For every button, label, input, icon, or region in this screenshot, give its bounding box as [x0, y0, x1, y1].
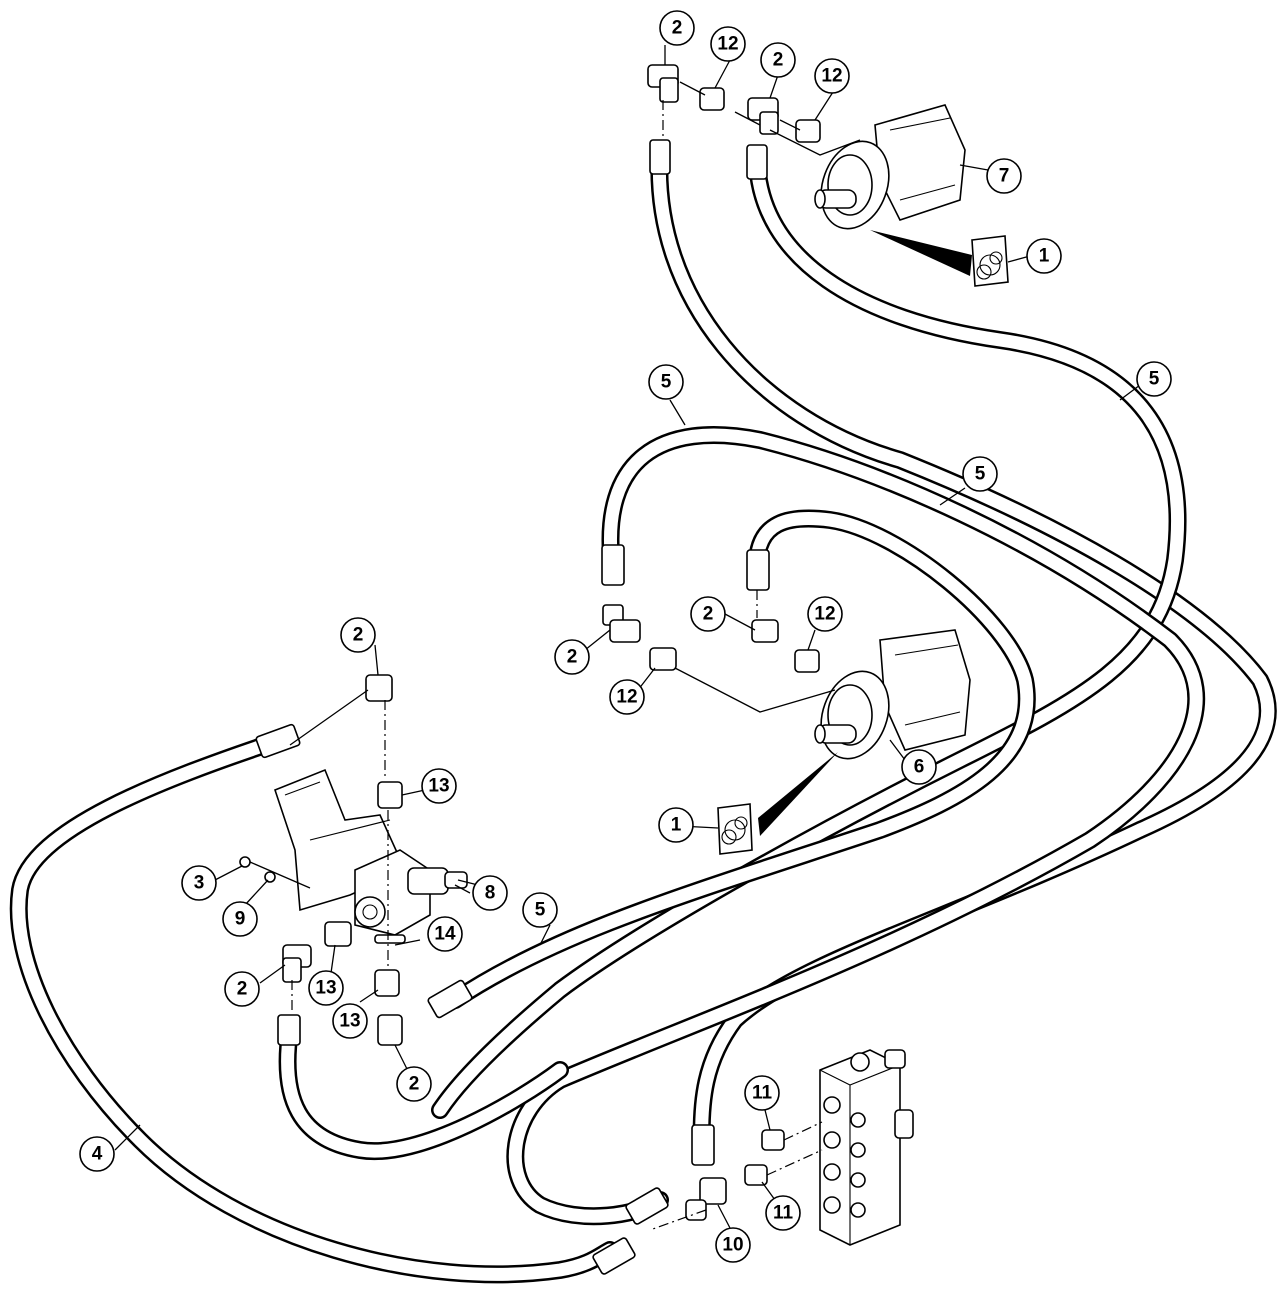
- seal-kit-upper: [971, 235, 1009, 287]
- callout-label: 5: [535, 900, 546, 921]
- hose-ends: [255, 139, 770, 1275]
- callout-label: 7: [999, 166, 1010, 187]
- callout-5-d: 5: [522, 892, 558, 928]
- callout-11-upper: 11: [744, 1075, 780, 1111]
- callout-label: 9: [235, 909, 246, 930]
- callout-3: 3: [181, 865, 217, 901]
- callout-1-lower: 1: [658, 807, 694, 843]
- callout-1-upper: 1: [1026, 238, 1062, 274]
- callout-2-valve-bottom: 2: [396, 1066, 432, 1102]
- callout-5-a: 5: [648, 364, 684, 400]
- manifold-block: [819, 1049, 914, 1246]
- callout-label: 1: [1039, 246, 1050, 267]
- callout-9: 9: [222, 901, 258, 937]
- callout-2-valve-left: 2: [224, 971, 260, 1007]
- callout-label: 2: [773, 50, 784, 71]
- callout-label: 12: [717, 34, 738, 55]
- callout-5-c: 5: [962, 456, 998, 492]
- callout-label: 1: [671, 815, 682, 836]
- callout-12-top-right: 12: [814, 58, 850, 94]
- callout-label: 12: [616, 687, 637, 708]
- callout-label: 11: [752, 1083, 773, 1104]
- callout-label: 3: [194, 873, 205, 894]
- callout-2-center-left: 2: [554, 639, 590, 675]
- callout-2-center-right: 2: [690, 596, 726, 632]
- fittings-manifold: [649, 1121, 823, 1231]
- callout-13-valve-bottom: 13: [332, 1003, 368, 1039]
- callout-label: 6: [914, 757, 925, 778]
- callout-2-top-left: 2: [659, 10, 695, 46]
- callout-11-lower: 11: [765, 1195, 801, 1231]
- callout-12-top-left: 12: [710, 26, 746, 62]
- callout-label: 2: [703, 604, 714, 625]
- motor-7: [814, 104, 972, 276]
- callout-label: 12: [814, 604, 835, 625]
- callout-7: 7: [986, 158, 1022, 194]
- callout-13-valve-top: 13: [421, 768, 457, 804]
- callout-label: 2: [567, 647, 578, 668]
- callout-8: 8: [472, 875, 508, 911]
- callout-5-b: 5: [1136, 361, 1172, 397]
- callout-label: 5: [975, 464, 986, 485]
- callout-label: 10: [722, 1235, 743, 1256]
- callout-label: 2: [353, 625, 364, 646]
- fittings-top: [647, 64, 861, 156]
- callout-label: 2: [672, 18, 683, 39]
- callout-label: 13: [428, 776, 449, 797]
- callout-2-top-right: 2: [760, 42, 796, 78]
- callout-label: 2: [409, 1074, 420, 1095]
- callout-label: 5: [661, 372, 672, 393]
- fittings-center: [602, 590, 836, 713]
- callout-12-center-right: 12: [807, 596, 843, 632]
- hoses: [9, 141, 1277, 1284]
- callout-label: 4: [92, 1144, 103, 1165]
- callout-label: 11: [773, 1203, 794, 1224]
- callout-10: 10: [715, 1227, 751, 1263]
- callout-label: 2: [237, 979, 248, 1000]
- callout-label: 13: [339, 1011, 360, 1032]
- callout-label: 13: [315, 978, 336, 999]
- callout-label: 8: [485, 883, 496, 904]
- callout-14: 14: [427, 916, 463, 952]
- leader-lines: [114, 45, 1141, 1229]
- callout-13-valve-left: 13: [308, 970, 344, 1006]
- motor-6: [758, 629, 971, 836]
- callout-label: 14: [434, 924, 456, 945]
- callout-4: 4: [79, 1136, 115, 1172]
- seal-kit-lower: [717, 803, 753, 855]
- callout-label: 12: [821, 66, 842, 87]
- callout-12-center-left: 12: [609, 679, 645, 715]
- valve-assembly: [239, 674, 479, 1046]
- callout-label: 5: [1149, 369, 1160, 390]
- callout-6: 6: [901, 749, 937, 785]
- callout-2-valve-top: 2: [340, 617, 376, 653]
